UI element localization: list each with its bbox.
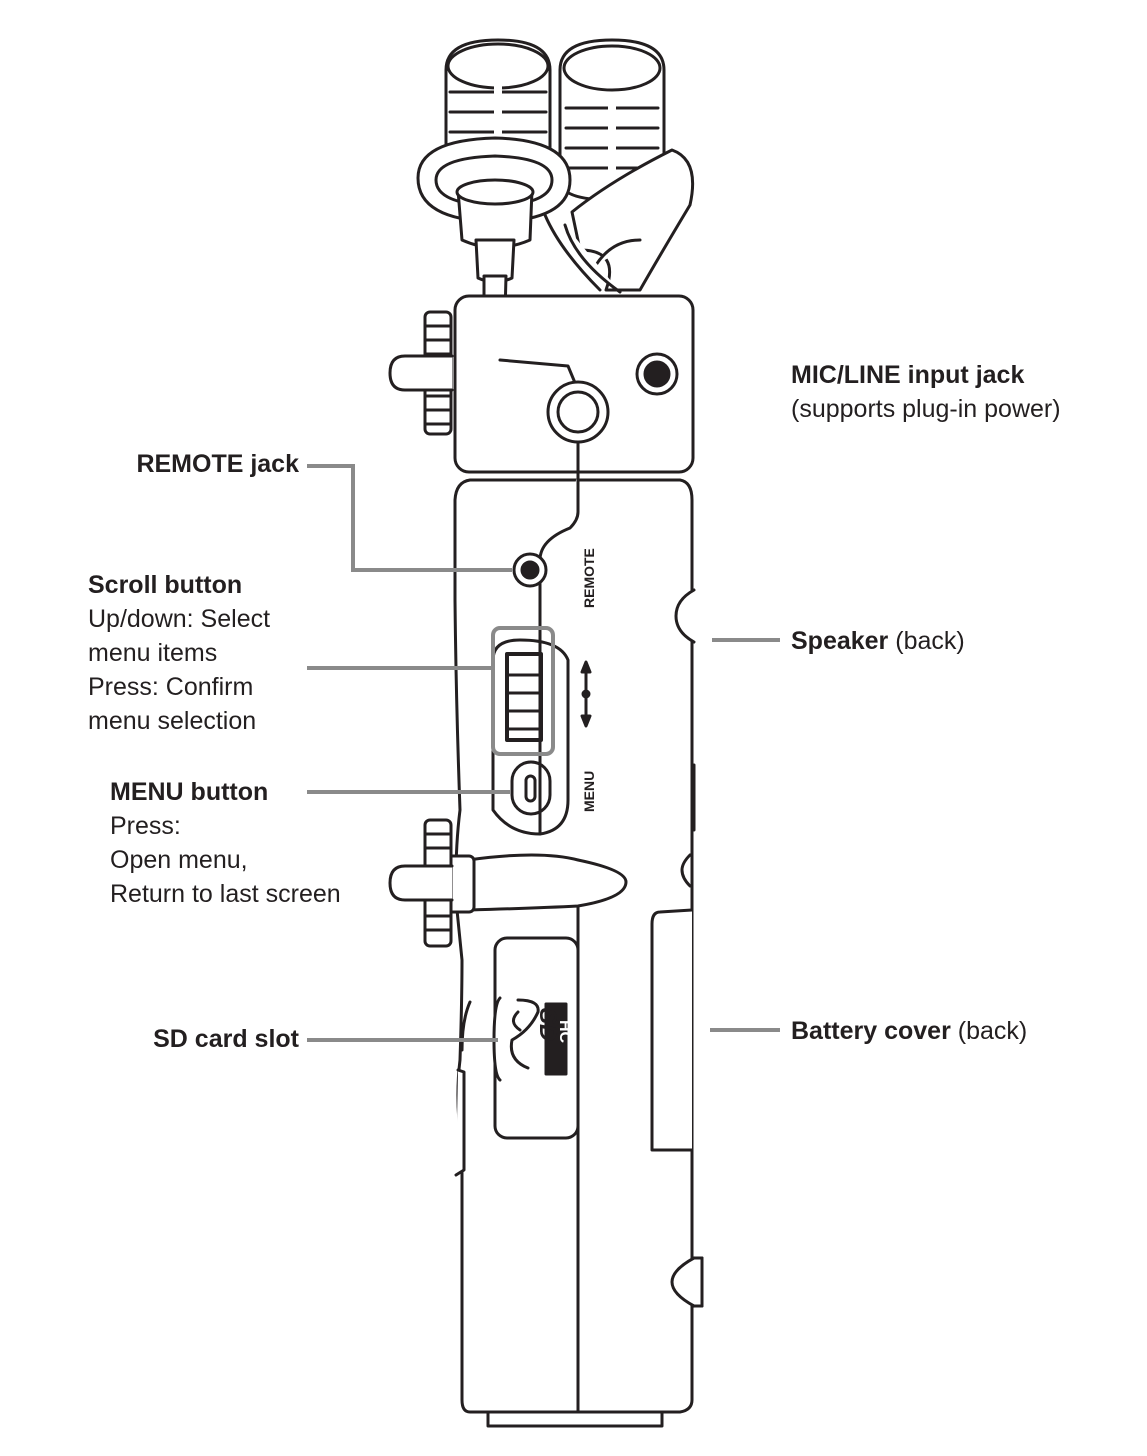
- mic-line-jack-callout: MIC/LINE input jack (supports plug-in po…: [791, 358, 1061, 426]
- mic-line-jack-title: MIC/LINE input jack: [791, 361, 1025, 389]
- scroll-button-line-3: Press: Confirm: [88, 673, 254, 701]
- scroll-button-line-4: menu selection: [88, 707, 257, 735]
- rear-mic-capsule: [558, 38, 695, 292]
- remote-device-label: REMOTE: [581, 548, 597, 608]
- scroll-button-title: Scroll button: [88, 571, 243, 599]
- menu-button-line-2: Open menu,: [110, 846, 248, 874]
- scroll-highlight-box: [491, 626, 555, 756]
- speaker-title: Speaker: [791, 627, 889, 655]
- scroll-button-line-1: Up/down: Select: [88, 605, 271, 633]
- remote-jack: [512, 552, 548, 588]
- menu-button-line-3: Return to last screen: [110, 880, 341, 908]
- mic-line-jack-desc: (supports plug-in power): [791, 395, 1061, 423]
- menu-button-line-1: Press:: [110, 812, 181, 840]
- remote-jack-callout: REMOTE jack: [136, 447, 299, 481]
- mic-head-unit: [388, 294, 695, 474]
- battery-cover-title: Battery cover: [791, 1017, 951, 1045]
- remote-jack-title: REMOTE jack: [136, 450, 299, 478]
- scroll-button-line-2: menu items: [88, 639, 218, 667]
- menu-button-callout: MENU button Press: Open menu, Return to …: [110, 775, 341, 911]
- scroll-menu-panel: [491, 638, 592, 836]
- sd-card-slot-title: SD card slot: [153, 1025, 299, 1053]
- battery-cover-suffix: (back): [957, 1017, 1028, 1045]
- speaker-callout: Speaker (back): [791, 624, 965, 658]
- battery-cover-callout: Battery cover (back): [791, 1014, 1027, 1048]
- sd-card-slot-callout: SD card slot: [153, 1022, 299, 1056]
- scroll-button-callout: Scroll button Up/down: Select menu items…: [88, 568, 270, 738]
- sd-hc-text: HC: [556, 1020, 573, 1044]
- menu-button-title: MENU button: [110, 778, 269, 806]
- sd-logo-text: SD: [534, 1008, 561, 1041]
- menu-device-label: MENU: [581, 771, 597, 812]
- leader-lines: [307, 464, 780, 1042]
- lower-knob: [388, 628, 628, 948]
- speaker-suffix: (back): [895, 627, 965, 655]
- remote-leader: [307, 464, 512, 572]
